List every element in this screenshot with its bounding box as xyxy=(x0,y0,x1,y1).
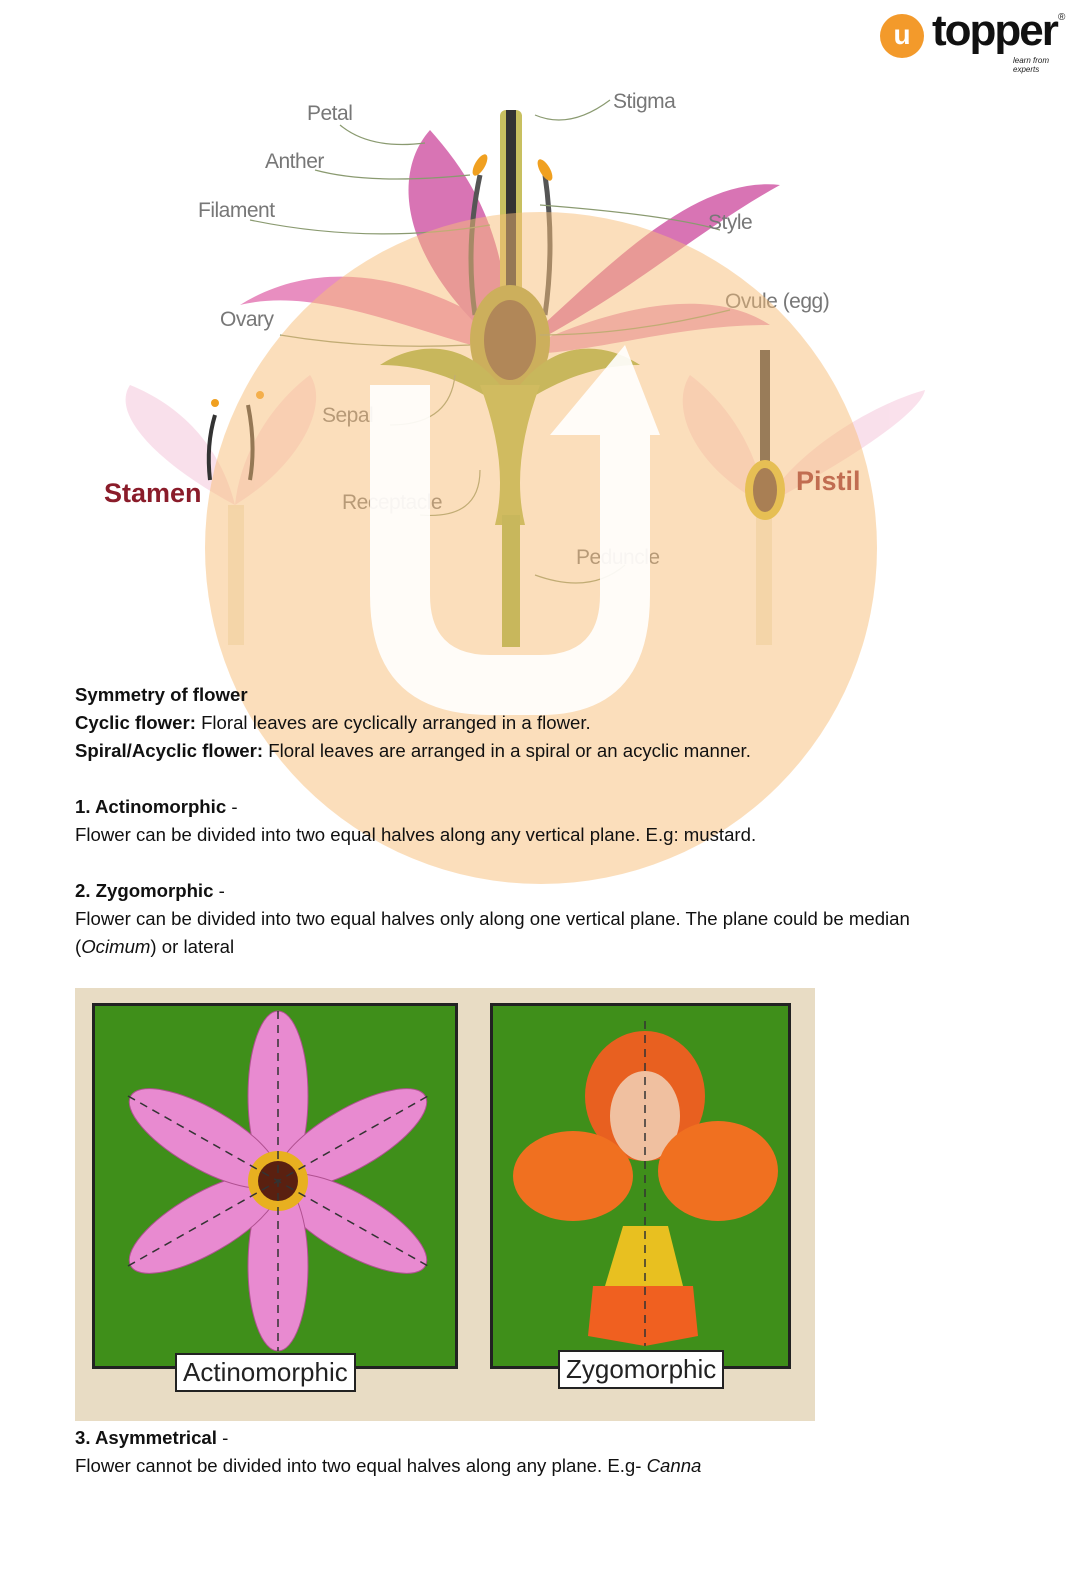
zygomorphic-caption: Zygomorphic xyxy=(558,1350,725,1389)
label-receptacle: Receptacle xyxy=(342,491,443,514)
zygo-dash: - xyxy=(213,880,225,901)
asym-title: 3. Asymmetrical xyxy=(75,1427,217,1448)
topper-logo: u topper ® learn from experts xyxy=(878,6,1073,74)
asym-dash: - xyxy=(216,1427,229,1448)
symmetry-photo: Actinomorphic Zygomorphic xyxy=(75,988,815,1421)
zygomorphic-flower-icon xyxy=(513,1021,778,1346)
spiral-text: Floral leaves are arranged in a spiral o… xyxy=(263,740,751,761)
zygomorphic-panel xyxy=(490,1003,791,1369)
label-ovule: Ovule (egg) xyxy=(725,290,830,313)
label-petal: Petal xyxy=(307,102,353,125)
heading-symmetry: Symmetry of flower xyxy=(75,684,248,705)
label-sepal: Sepal xyxy=(322,404,374,427)
logo-registered: ® xyxy=(1058,12,1066,23)
label-stigma: Stigma xyxy=(613,90,676,113)
cyclic-label: Cyclic flower: xyxy=(75,712,196,733)
logo-tagline: learn from experts xyxy=(1013,56,1050,74)
canna-italic: Canna xyxy=(646,1455,702,1476)
zygo-text2: ) or lateral xyxy=(150,936,235,957)
label-pistil: Pistil xyxy=(796,466,861,496)
spiral-label: Spiral/Acyclic flower: xyxy=(75,740,264,761)
cyclic-flower-line: Cyclic flower: Floral leaves are cyclica… xyxy=(75,709,591,737)
label-style: Style xyxy=(708,211,753,234)
logo-brand: topper xyxy=(932,6,1059,55)
asymmetrical-text: Flower cannot be divided into two equal … xyxy=(75,1452,701,1480)
label-peduncle: Peduncle xyxy=(576,546,660,569)
zygo-title: 2. Zygomorphic xyxy=(75,880,214,901)
actino-title: 1. Actinomorphic xyxy=(75,796,227,817)
label-filament: Filament xyxy=(198,199,275,222)
flower-illustration xyxy=(125,99,925,647)
actinomorphic-panel xyxy=(92,1003,458,1369)
flower-anatomy-diagram: Petal Anther Filament Ovary Sepal Recept… xyxy=(70,85,950,660)
actinomorphic-caption: Actinomorphic xyxy=(175,1353,356,1392)
actinomorphic-heading: 1. Actinomorphic - xyxy=(75,793,238,821)
label-anther: Anther xyxy=(265,150,324,173)
u-arrow-logo-icon: u xyxy=(880,14,924,58)
zygomorphic-text-2: (Ocimum) or lateral xyxy=(75,933,234,961)
spiral-flower-line: Spiral/Acyclic flower: Floral leaves are… xyxy=(75,737,751,765)
actinomorphic-flower-icon xyxy=(127,1010,429,1352)
label-ovary: Ovary xyxy=(220,308,274,331)
asymmetrical-heading: 3. Asymmetrical - xyxy=(75,1424,228,1452)
cyclic-text: Floral leaves are cyclically arranged in… xyxy=(195,712,591,733)
actinomorphic-text: Flower can be divided into two equal hal… xyxy=(75,824,757,845)
asym-text: Flower cannot be divided into two equal … xyxy=(75,1455,647,1476)
ocimum-italic: Ocimum xyxy=(81,936,151,957)
zygomorphic-heading: 2. Zygomorphic - xyxy=(75,877,225,905)
label-stamen: Stamen xyxy=(104,478,202,508)
actino-dash: - xyxy=(226,796,238,817)
zygo-open: ( xyxy=(75,936,82,957)
zygomorphic-text: Flower can be divided into two equal hal… xyxy=(75,908,910,929)
